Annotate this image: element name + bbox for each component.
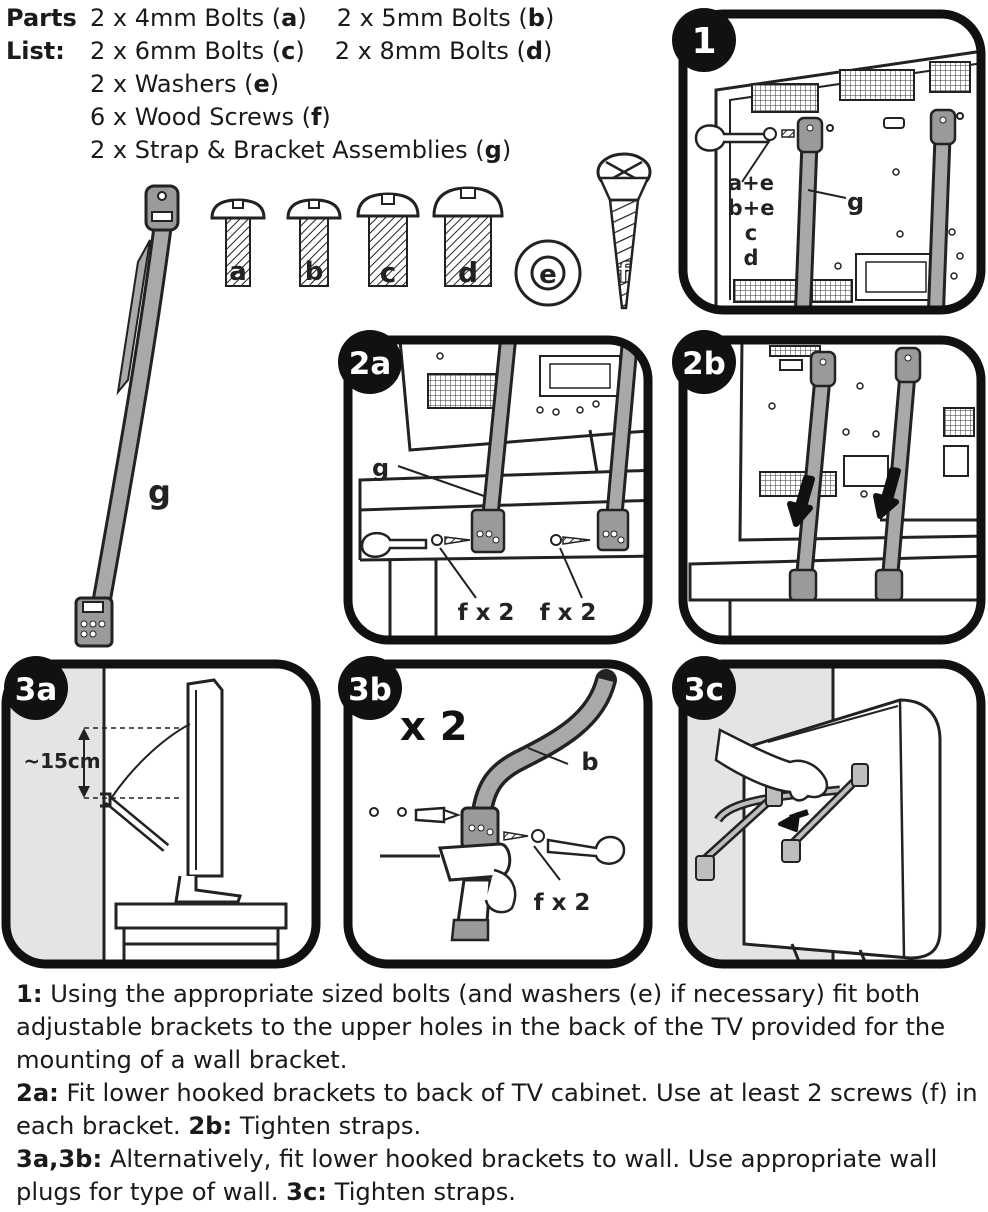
panel-3c: 3c: [672, 656, 986, 969]
wood-screw-f: f: [596, 152, 652, 310]
panel-2b: 2b: [672, 330, 986, 645]
panel-1: a+e b+e c d g 1: [672, 8, 986, 315]
part-letter: g: [484, 136, 502, 164]
bolt-c: c: [356, 192, 420, 289]
part-text: 2 x 5mm Bolts (: [336, 4, 528, 32]
part-letter: b: [527, 4, 545, 32]
part-label-c: c: [380, 256, 397, 289]
parts-heading-2: List:: [6, 37, 65, 65]
parts-row-4: 6 x Wood Screws (f): [90, 101, 331, 134]
part-label-e: e: [539, 260, 557, 290]
instruction-step-label: 2b:: [188, 1112, 233, 1140]
panel-2a-label-screws-1: f x 2: [458, 600, 515, 626]
part-label-b: b: [305, 257, 324, 287]
instruction-text: Tighten straps.: [326, 1178, 516, 1206]
panel-2a-label-screws-2: f x 2: [540, 600, 597, 626]
panel-1-label-be: b+e: [728, 196, 775, 220]
panel-3b: x 2 b f x 2 3b: [338, 656, 653, 969]
panel-1-label-d: d: [743, 246, 758, 270]
instruction-step-label: 2a:: [16, 1079, 59, 1107]
part-label-d: d: [458, 256, 478, 289]
panel-2a-label-g: g: [372, 454, 389, 482]
panel-3b-multiplier: x 2: [400, 704, 468, 750]
instruction-paragraph: 1: Using the appropriate sized bolts (an…: [16, 978, 981, 1077]
panel-3b-badge: 3b: [348, 672, 392, 708]
part-text: 6 x Wood Screws (: [90, 103, 311, 131]
parts-row-2: 2 x 6mm Bolts (c) 2 x 8mm Bolts (d): [90, 35, 552, 68]
panel-2b-badge: 2b: [682, 346, 726, 382]
parts-row-1: 2 x 4mm Bolts (a) 2 x 5mm Bolts (b): [90, 2, 554, 35]
part-letter: a: [281, 4, 298, 32]
instruction-step-label: 1:: [16, 980, 43, 1008]
instruction-paragraph: 3a,3b: Alternatively, fit lower hooked b…: [16, 1143, 981, 1209]
instruction-text: Fit lower hooked brackets to back of TV …: [16, 1079, 978, 1140]
part-label-a: a: [229, 257, 247, 287]
panel-3b-label-b: b: [581, 748, 598, 776]
panel-1-label-ae: a+e: [728, 171, 774, 195]
part-label-f: f: [618, 256, 631, 289]
bolt-b: b: [286, 198, 342, 287]
panel-3a: ~15cm 3a: [1, 656, 321, 969]
part-text: 2 x 6mm Bolts (: [90, 37, 282, 65]
part-text: 2 x Washers (: [90, 70, 254, 98]
part-letter: c: [281, 37, 296, 65]
instruction-step-label: 3c:: [286, 1178, 327, 1206]
part-text: 2 x 4mm Bolts (: [90, 4, 282, 32]
panel-3b-label-screws: f x 2: [534, 890, 591, 916]
part-text: ): [295, 37, 305, 65]
washer-e: e: [514, 239, 582, 307]
part-text: ): [297, 4, 307, 32]
parts-row-3: 2 x Washers (e): [90, 68, 279, 101]
panel-1-label-c: c: [745, 221, 757, 245]
instruction-text: Using the appropriate sized bolts (and w…: [16, 980, 946, 1074]
part-text: ): [269, 70, 280, 98]
parts-heading-1: Parts: [6, 4, 77, 32]
instruction-step-label: 3a,3b:: [16, 1145, 103, 1173]
part-letter: d: [525, 37, 544, 65]
part-text: ): [321, 103, 331, 131]
panel-3a-badge: 3a: [15, 672, 58, 708]
panel-2a: g f x 2 f x 2 2a: [338, 330, 653, 645]
part-text: 2 x 8mm Bolts (: [334, 37, 526, 65]
panel-1-label-g: g: [847, 188, 864, 216]
parts-row-5: 2 x Strap & Bracket Assemblies (g): [90, 134, 511, 167]
part-text: ): [501, 136, 512, 164]
instructions: 1: Using the appropriate sized bolts (an…: [16, 978, 981, 1209]
panel-3a-distance-label: ~15cm: [23, 749, 100, 773]
instruction-text: Tighten straps.: [232, 1112, 422, 1140]
bolt-d: d: [432, 186, 504, 289]
instruction-paragraph: 2a: Fit lower hooked brackets to back of…: [16, 1077, 981, 1143]
part-letter: f: [310, 103, 322, 131]
bolt-a: a: [210, 198, 266, 287]
strap-and-bracket-part: g: [74, 184, 180, 648]
part-text: ): [543, 37, 553, 65]
part-letter: e: [253, 70, 270, 98]
panel-1-badge: 1: [691, 21, 716, 62]
panel-3c-badge: 3c: [684, 672, 724, 708]
assembly-illustration: g a b c d e f: [1, 8, 986, 969]
part-label-g: g: [148, 473, 171, 511]
part-text: 2 x Strap & Bracket Assemblies (: [90, 136, 485, 164]
instruction-text: Alternatively, fit lower hooked brackets…: [16, 1145, 938, 1206]
part-text: ): [544, 4, 555, 32]
panel-2a-badge: 2a: [349, 346, 392, 382]
